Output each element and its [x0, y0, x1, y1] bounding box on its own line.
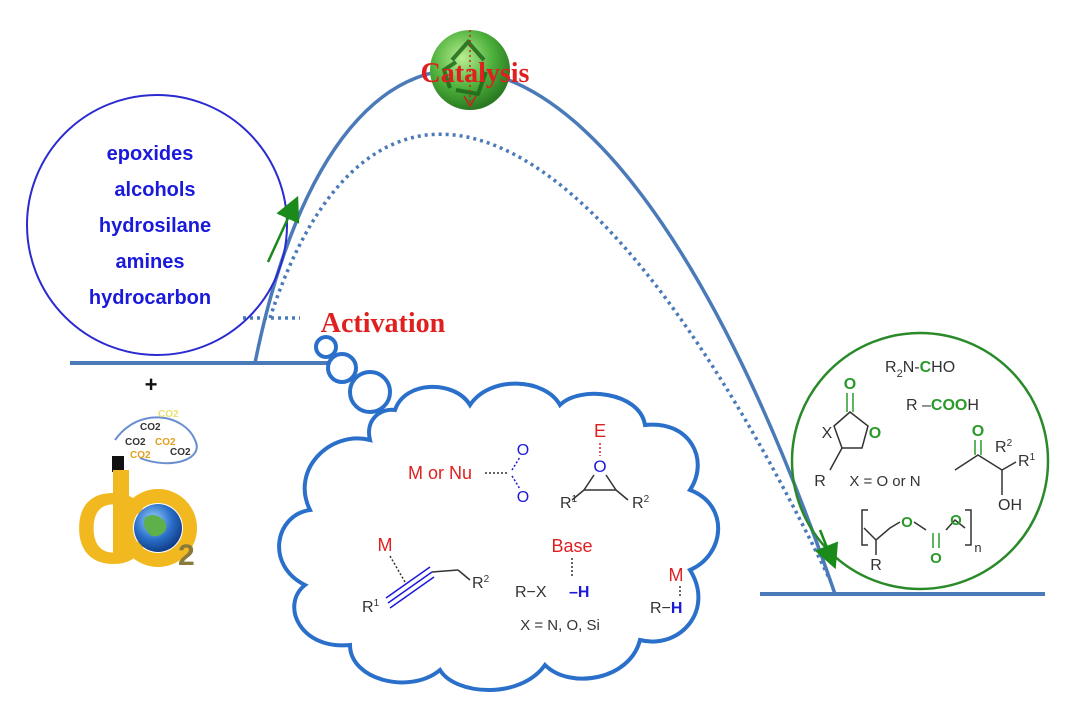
cyclic-o-top: O [844, 376, 856, 393]
epoxide-e: E [594, 421, 606, 441]
alkyne-bond-2 [385, 566, 431, 599]
r-x-h-label: –H [569, 584, 589, 601]
epoxide-o: O [593, 457, 606, 476]
poly-o2: O [950, 512, 962, 529]
poly-n: n [974, 540, 981, 555]
catalyzed-curve [268, 132, 832, 581]
poly-bracket-left [861, 509, 868, 546]
cyclic-ring [833, 411, 869, 449]
recycle-icon [441, 38, 488, 97]
bubble-medium [326, 352, 358, 384]
catalysis-label: Catalysis [421, 58, 530, 89]
substrate-alcohols: alcohols [114, 179, 195, 201]
m-or-nu-label: M or Nu [408, 463, 472, 483]
co2-float-2: CO2 [140, 422, 161, 433]
globe-land [143, 515, 167, 537]
co2-float-3: CO2 [125, 437, 146, 448]
alkyne-ch2 [431, 569, 459, 573]
r-h-label: R−H [650, 600, 682, 617]
catalysis-arrowhead [463, 95, 477, 108]
alkyne-m: M [378, 535, 393, 555]
ketone-r2: R2 [995, 438, 1013, 456]
poly-r: R [870, 557, 882, 574]
activation-label: Activation [321, 308, 446, 339]
ketone-r1: R1 [1018, 452, 1036, 470]
poly-o1: O [901, 514, 913, 531]
product-down-arrow [814, 529, 839, 570]
poly-o3: O [930, 550, 942, 567]
co2-float-6: CO2 [170, 447, 191, 458]
co2-chimney [112, 456, 124, 472]
alkyne-bond-1 [387, 571, 433, 604]
formamide-label: R2N-CHO [885, 359, 955, 380]
cyclic-x-eq: X = O or N [849, 473, 920, 490]
epoxide-r1-bond [571, 489, 585, 501]
co2-big-o [119, 489, 197, 567]
substrate-hydrosilane: hydrosilane [99, 215, 211, 237]
substrate-amines: amines [116, 251, 185, 273]
co2-bond-top [511, 456, 521, 471]
m-rh-m: M [669, 565, 684, 585]
acid-label: R –COOH [906, 397, 979, 414]
co2-float-5: CO2 [130, 450, 151, 461]
activation-cloud [277, 381, 721, 692]
cyclic-r: R [814, 473, 826, 490]
epoxide-r1: R1 [560, 494, 578, 512]
co2-float-1: CO2 [158, 409, 179, 420]
r-x-label: R−X [515, 584, 547, 601]
cyclic-r-bond [829, 447, 843, 471]
substrate-hydrocarbon: hydrocarbon [89, 287, 211, 309]
epoxide-r2-bond [615, 489, 629, 501]
co2-swirl [114, 416, 198, 465]
co2-bond-bottom [511, 475, 521, 490]
ketone-oh: OH [998, 497, 1022, 514]
co2-float-4: CO2 [155, 437, 176, 448]
alkyne-r1: R1 [362, 598, 380, 616]
co2-o-top: O [517, 442, 529, 459]
poly-chain [863, 518, 966, 542]
cyclic-o-ring: O [869, 425, 881, 442]
x-equals-label: X = N, O, Si [520, 617, 600, 634]
epoxide-ring [582, 474, 618, 491]
poly-bracket-right [965, 509, 972, 546]
ketone-chain [954, 454, 1003, 495]
plus-sign: + [145, 372, 158, 397]
co2-logo: CO2 CO2 CO2 CO2 CO2 CO2 C 2 [75, 409, 198, 585]
co2-subscript-2: 2 [178, 539, 195, 572]
substrate-epoxides: epoxides [107, 143, 194, 165]
alkyne-r2-bond [457, 569, 471, 581]
ketone-o: O [972, 423, 984, 440]
substrate-up-arrow [266, 195, 300, 263]
bubble-small [314, 335, 338, 359]
bubble-large [348, 370, 392, 414]
co2-o-bottom: O [517, 489, 529, 506]
substrate-circle [26, 94, 288, 356]
alkyne-bond-3 [389, 576, 435, 609]
base-label: Base [551, 536, 592, 556]
alkyne-m-dotted [389, 555, 406, 583]
product-circle [790, 331, 1050, 591]
cyclic-x: X [822, 425, 833, 442]
ketone-r1-bond [1001, 461, 1017, 471]
alkyne-r2: R2 [472, 574, 490, 592]
epoxide-r2: R2 [632, 494, 650, 512]
